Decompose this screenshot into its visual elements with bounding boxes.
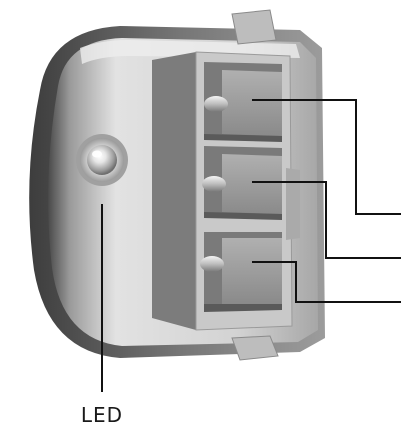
- top-latch: [231, 9, 277, 45]
- connector-pin-icon: [202, 176, 226, 192]
- callout-line-pin-2: [252, 181, 401, 259]
- connector-pin-icon: [200, 256, 224, 272]
- bottom-latch: [231, 335, 279, 361]
- socket-side-wall: [152, 52, 196, 330]
- socket-slot-3: [200, 232, 282, 312]
- socket-block: [152, 51, 300, 331]
- led-label: LED: [81, 403, 123, 427]
- callout-line-pin-1: [252, 99, 401, 215]
- socket-slot-2: [202, 146, 282, 220]
- housing-top-bevel: [80, 40, 300, 64]
- latch-tabs: [231, 9, 279, 361]
- led-lens-icon: [76, 134, 128, 186]
- callout-line-pin-3: [252, 261, 401, 303]
- connector-pin-icon: [204, 96, 228, 112]
- socket-slot-1: [204, 62, 282, 142]
- side-tab: [286, 168, 300, 240]
